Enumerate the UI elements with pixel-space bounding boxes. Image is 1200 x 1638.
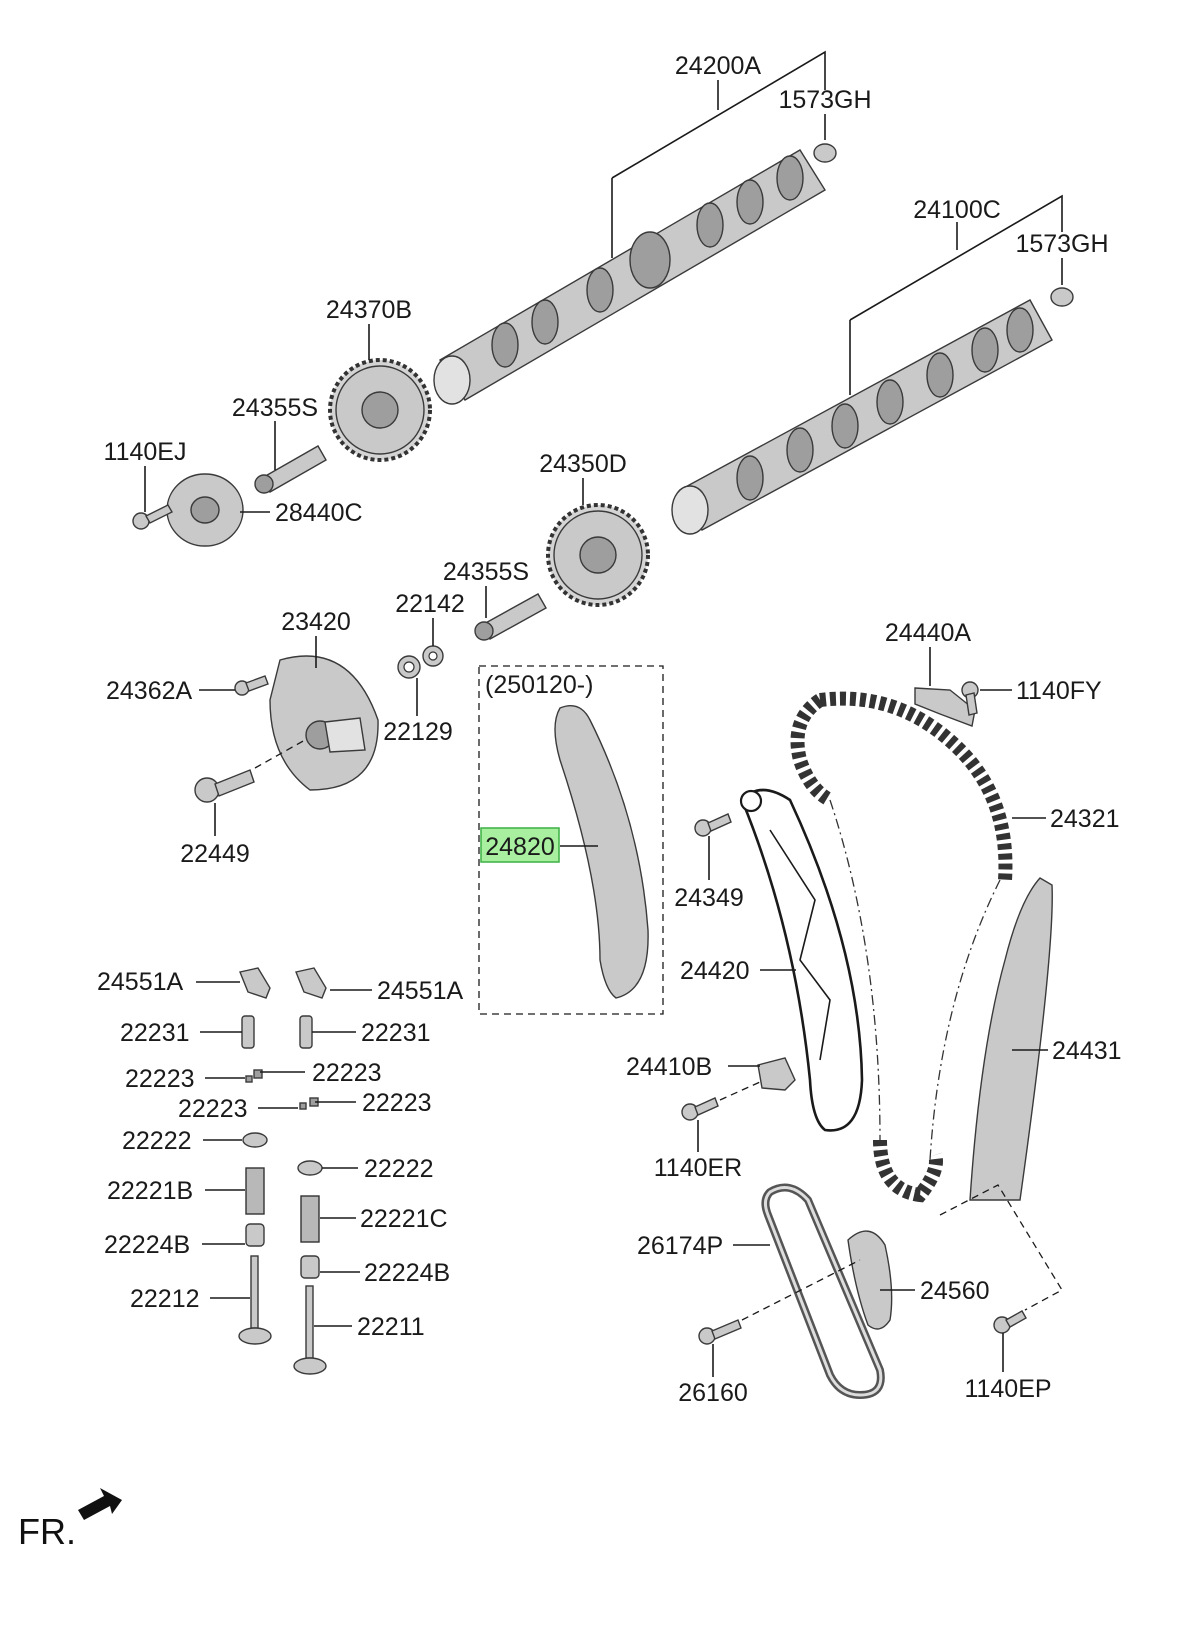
label-1140ep[interactable]: 1140EP — [964, 1375, 1051, 1403]
cvvt-sprocket-24370b — [328, 358, 432, 462]
front-arrow-icon — [78, 1488, 122, 1520]
label-24362a[interactable]: 24362A — [106, 677, 193, 705]
label-22221c[interactable]: 22221C — [360, 1205, 448, 1233]
leader-lines — [144, 50, 1063, 1377]
front-direction-marker: FR. — [18, 1488, 122, 1552]
label-26174p[interactable]: 26174P — [637, 1232, 723, 1260]
camshaft-exhaust — [433, 149, 826, 405]
cvvt-bolt-upper — [254, 445, 327, 494]
label-24560[interactable]: 24560 — [920, 1277, 990, 1305]
label-28440c[interactable]: 28440C — [275, 499, 363, 527]
label-22222-right[interactable]: 22222 — [364, 1155, 434, 1183]
label-250120-variant[interactable]: (250120-) — [485, 671, 593, 699]
label-22223-a[interactable]: 22223 — [125, 1065, 195, 1093]
cvvt-bolt-lower — [474, 593, 547, 641]
label-24355s-upper[interactable]: 24355S — [232, 394, 318, 422]
label-24420[interactable]: 24420 — [680, 957, 750, 985]
label-22222-left[interactable]: 22222 — [122, 1127, 192, 1155]
label-24370b[interactable]: 24370B — [326, 296, 412, 324]
label-24100c[interactable]: 24100C — [913, 196, 1001, 224]
plug-1573gh-lower — [1050, 287, 1074, 307]
label-22449[interactable]: 22449 — [180, 840, 250, 868]
chain-guide-24820 — [554, 705, 649, 999]
label-26160[interactable]: 26160 — [678, 1379, 748, 1407]
bolt-22449 — [194, 769, 255, 803]
bolt-1140ej — [132, 504, 173, 530]
label-22224b-left[interactable]: 22224B — [104, 1231, 190, 1259]
label-24820[interactable]: 24820 — [485, 833, 555, 861]
valve-train-parts — [238, 967, 327, 1375]
label-24440a[interactable]: 24440A — [885, 619, 972, 647]
tensioner-24410b — [757, 1057, 796, 1091]
part-labels: 24200A 1573GH 24100C 1573GH 24370B 24355… — [97, 52, 1122, 1407]
label-24200a[interactable]: 24200A — [675, 52, 762, 80]
tensioner-arm-24420 — [739, 788, 864, 1132]
label-24350d[interactable]: 24350D — [539, 450, 627, 478]
label-24551a-left[interactable]: 24551A — [97, 968, 184, 996]
label-1573gh-upper[interactable]: 1573GH — [778, 86, 871, 114]
highlight-24820 — [480, 827, 560, 863]
label-1573gh-lower[interactable]: 1573GH — [1015, 230, 1108, 258]
label-23420[interactable]: 23420 — [281, 608, 351, 636]
bolt-1140fy — [961, 681, 979, 716]
bolt-1140ep — [993, 1310, 1027, 1334]
label-24349[interactable]: 24349 — [674, 884, 744, 912]
label-1140er[interactable]: 1140ER — [654, 1154, 743, 1182]
cvvt-sprocket-24350d — [546, 503, 650, 607]
variant-box — [478, 665, 664, 1015]
label-22129[interactable]: 22129 — [383, 718, 453, 746]
label-22224b-right[interactable]: 22224B — [364, 1259, 450, 1287]
oil-control-valve-28440c — [166, 473, 244, 547]
label-24410b[interactable]: 24410B — [626, 1053, 712, 1081]
oil-jet-24440a — [914, 687, 976, 727]
label-24355s-lower[interactable]: 24355S — [443, 558, 529, 586]
label-22231-left[interactable]: 22231 — [120, 1019, 190, 1047]
bolt-1140er — [681, 1097, 719, 1121]
cover-23420 — [269, 655, 379, 791]
label-22212[interactable]: 22212 — [130, 1285, 200, 1313]
label-24551a-right[interactable]: 24551A — [377, 977, 464, 1005]
front-label: FR. — [18, 1511, 76, 1552]
plug-1573gh-upper — [813, 143, 837, 163]
label-22142[interactable]: 22142 — [395, 590, 465, 618]
label-24431[interactable]: 24431 — [1052, 1037, 1122, 1065]
bolt-26160 — [698, 1319, 742, 1345]
fixed-guide-24431 — [969, 877, 1053, 1201]
label-22231-right[interactable]: 22231 — [361, 1019, 431, 1047]
timing-chain-24321 — [790, 691, 1013, 1203]
tensioner-24560 — [847, 1230, 893, 1330]
bolt-24349 — [694, 813, 732, 837]
label-22223-d[interactable]: 22223 — [362, 1089, 432, 1117]
label-22223-b[interactable]: 22223 — [312, 1059, 382, 1087]
label-22211[interactable]: 22211 — [357, 1313, 425, 1341]
label-1140ej[interactable]: 1140EJ — [104, 438, 187, 466]
label-24321[interactable]: 24321 — [1050, 805, 1120, 833]
camshaft-intake — [671, 299, 1053, 535]
label-22223-c[interactable]: 22223 — [178, 1095, 248, 1123]
bolt-24362a — [234, 675, 269, 696]
label-1140fy[interactable]: 1140FY — [1016, 677, 1102, 705]
label-22221b[interactable]: 22221B — [107, 1177, 193, 1205]
